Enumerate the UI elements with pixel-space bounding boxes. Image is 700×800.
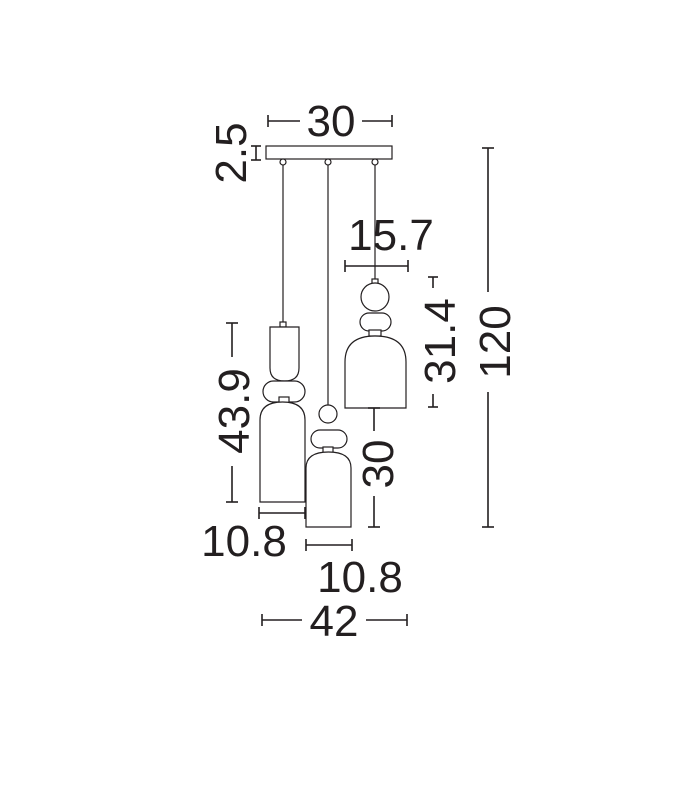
shade-middle-height-label: 30 [354, 440, 403, 489]
cord-hook-right [371, 158, 379, 166]
canopy-width-label: 30 [307, 97, 356, 146]
shade-middle-width-label: 10.8 [317, 553, 403, 602]
cord-hook-left [279, 158, 287, 166]
ceiling-canopy [265, 145, 393, 160]
dimension-lines [226, 115, 494, 626]
shade-left-width-label: 10.8 [201, 517, 287, 566]
pendant-middle [305, 404, 352, 528]
canopy-height-label: 2.5 [207, 122, 256, 183]
overall-width-label: 42 [310, 597, 359, 646]
cord-hook-middle [324, 158, 332, 166]
shade-right-width-label: 15.7 [348, 211, 434, 260]
pendant-right [344, 278, 407, 409]
pendant-left [259, 321, 306, 503]
shade-left-height-label: 43.9 [210, 368, 259, 454]
shade-right-height-label: 31.4 [416, 298, 465, 384]
dimension-labels: 30 2.5 120 15.7 31.4 43.9 30 10.8 10.8 4… [201, 97, 520, 646]
fixture-drawing [259, 145, 407, 528]
total-height-label: 120 [471, 305, 520, 378]
